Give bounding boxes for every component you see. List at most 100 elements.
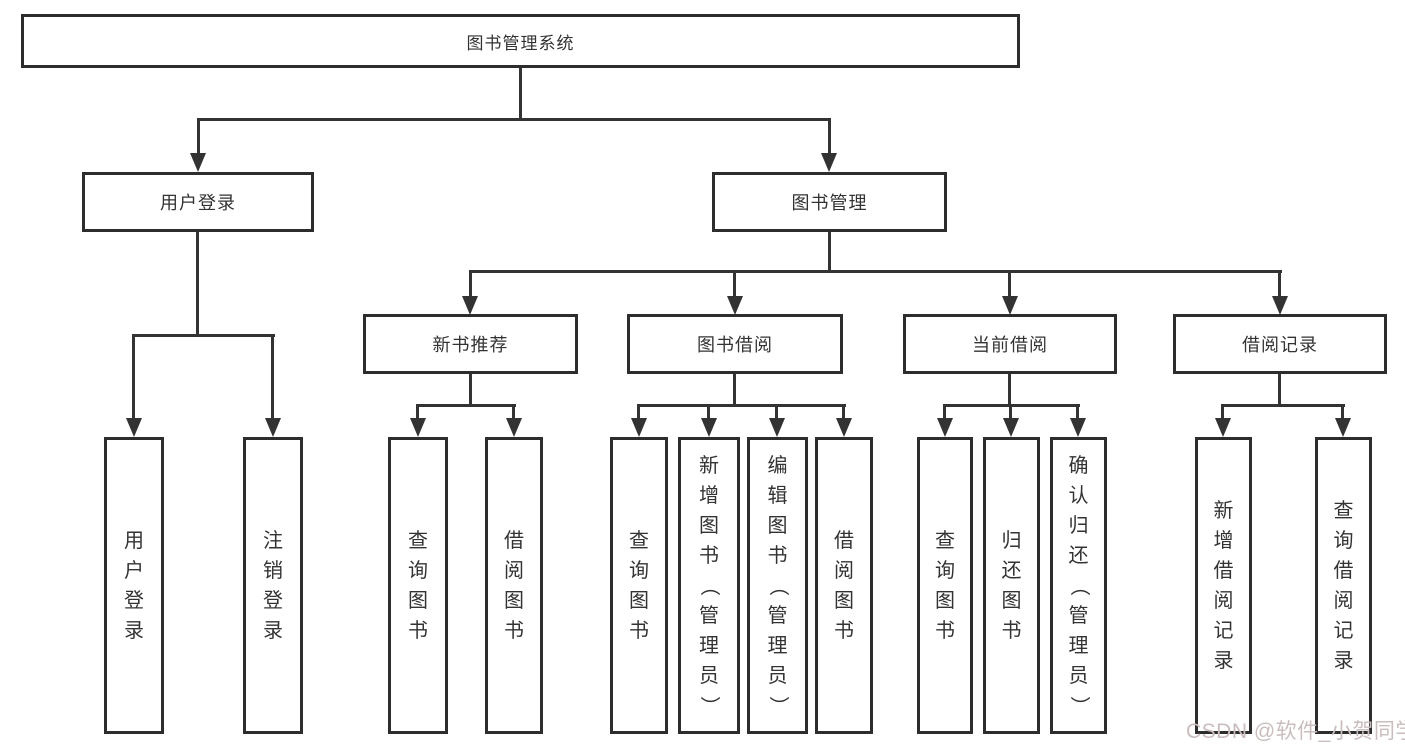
leaf-label-char: 归 bbox=[1068, 514, 1089, 537]
arrowhead-icon bbox=[1003, 418, 1019, 437]
leaf-label-char: 书 bbox=[834, 619, 854, 642]
leaf-query-books-3: 查询图书 bbox=[917, 437, 973, 734]
leaf-label-char: 借 bbox=[1213, 559, 1234, 582]
arrowhead-icon bbox=[1215, 418, 1231, 437]
leaf-label-char: 图 bbox=[834, 589, 854, 612]
leaf-label-char: 查 bbox=[629, 529, 649, 552]
connector-line bbox=[775, 404, 778, 419]
connector-line bbox=[271, 334, 274, 419]
connector-line bbox=[469, 374, 472, 407]
connector-line bbox=[637, 404, 846, 407]
leaf-label-char: 书 bbox=[408, 619, 428, 642]
leaf-label-char: 编 bbox=[767, 454, 788, 477]
leaf-label-char: 阅 bbox=[504, 559, 524, 582]
connector-line bbox=[1278, 270, 1281, 297]
node-new-book-recommend-label: 新书推荐 bbox=[432, 335, 509, 355]
leaf-label-char: 销 bbox=[263, 559, 283, 582]
leaf-label-char: ） bbox=[1067, 695, 1090, 716]
connector-line bbox=[1008, 374, 1011, 407]
leaf-label-char: 书 bbox=[629, 619, 649, 642]
leaf-label-char: 归 bbox=[1001, 529, 1022, 552]
leaf-label-char: 管 bbox=[1068, 604, 1089, 627]
leaf-label-char: 查 bbox=[935, 529, 955, 552]
leaf-label-char: 借 bbox=[504, 529, 524, 552]
leaf-label-char: （ bbox=[698, 575, 720, 596]
leaf-label-char: 图 bbox=[1001, 589, 1022, 612]
node-borrow-records-label: 借阅记录 bbox=[1242, 335, 1318, 355]
connector-line bbox=[197, 118, 200, 155]
connector-line bbox=[842, 404, 845, 419]
connector-line bbox=[469, 270, 472, 297]
connector-line bbox=[1076, 404, 1079, 419]
leaf-label-char: 书 bbox=[699, 544, 719, 567]
arrowhead-icon bbox=[265, 418, 281, 437]
leaf-label-char: （ bbox=[766, 575, 789, 596]
leaf-label-char: 书 bbox=[767, 544, 788, 567]
leaf-edit-book-admin: 编辑图书（管理员） bbox=[747, 437, 808, 734]
leaf-label-char: 新 bbox=[1213, 499, 1234, 522]
leaf-query-borrow-record: 查询借阅记录 bbox=[1315, 437, 1372, 734]
leaf-label-char: 询 bbox=[935, 559, 955, 582]
node-current-borrow: 当前借阅 bbox=[903, 314, 1117, 374]
leaf-label-char: 录 bbox=[124, 619, 144, 642]
leaf-label-char: 书 bbox=[1001, 619, 1022, 642]
leaf-label-char: 注 bbox=[263, 529, 283, 552]
arrowhead-icon bbox=[821, 153, 837, 172]
leaf-logout: 注销登录 bbox=[243, 437, 303, 734]
leaf-label-char: 录 bbox=[1333, 649, 1354, 672]
node-book-management-label: 图书管理 bbox=[791, 193, 868, 213]
connector-line bbox=[828, 118, 831, 155]
connector-line bbox=[1009, 404, 1012, 419]
node-book-borrow-label: 图书借阅 bbox=[697, 335, 773, 355]
leaf-label-char: 阅 bbox=[1213, 589, 1234, 612]
leaf-label-char: 记 bbox=[1213, 619, 1234, 642]
leaf-label-char: 管 bbox=[699, 604, 719, 627]
arrowhead-icon bbox=[506, 418, 522, 437]
connector-line bbox=[416, 404, 516, 407]
leaf-add-book-admin: 新增图书（管理员） bbox=[678, 437, 740, 734]
connector-line bbox=[197, 118, 831, 121]
leaf-label-char: 还 bbox=[1001, 559, 1022, 582]
leaf-borrow-books-1: 借阅图书 bbox=[485, 437, 543, 734]
connector-line bbox=[707, 404, 710, 419]
connector-line bbox=[132, 334, 135, 419]
arrowhead-icon bbox=[769, 418, 785, 437]
leaf-label-char: 图 bbox=[699, 514, 719, 537]
connector-line bbox=[416, 404, 419, 419]
arrowhead-icon bbox=[1002, 296, 1018, 315]
leaf-label-char: 员 bbox=[1068, 664, 1089, 687]
leaf-return-books: 归还图书 bbox=[983, 437, 1040, 734]
arrowhead-icon bbox=[727, 296, 743, 315]
connector-line bbox=[196, 232, 199, 337]
leaf-label-char: 询 bbox=[629, 559, 649, 582]
node-library-system: 图书管理系统 bbox=[21, 14, 1020, 68]
arrowhead-icon bbox=[410, 418, 426, 437]
leaf-label-char: ） bbox=[766, 695, 789, 716]
node-new-book-recommend: 新书推荐 bbox=[363, 314, 578, 374]
node-user-login-label: 用户登录 bbox=[160, 193, 236, 213]
connector-line bbox=[132, 334, 275, 337]
node-book-borrow: 图书借阅 bbox=[627, 314, 843, 374]
leaf-label-char: 辑 bbox=[767, 484, 788, 507]
node-book-management: 图书管理 bbox=[712, 172, 947, 232]
connector-line bbox=[519, 68, 522, 121]
leaf-label-char: 借 bbox=[834, 529, 854, 552]
connector-line bbox=[469, 270, 1282, 273]
connector-line bbox=[1341, 404, 1344, 419]
arrowhead-icon bbox=[1070, 418, 1086, 437]
leaf-label-char: 还 bbox=[1068, 544, 1089, 567]
leaf-label-char: （ bbox=[1067, 575, 1090, 596]
leaf-label-char: 记 bbox=[1333, 619, 1354, 642]
leaf-label-char: 认 bbox=[1068, 484, 1089, 507]
node-borrow-records: 借阅记录 bbox=[1173, 314, 1387, 374]
leaf-label-char: 员 bbox=[699, 664, 719, 687]
leaf-label-char: 理 bbox=[1068, 634, 1089, 657]
arrowhead-icon bbox=[701, 418, 717, 437]
leaf-label-char: 查 bbox=[1333, 499, 1354, 522]
leaf-label-char: 登 bbox=[263, 589, 283, 612]
arrowhead-icon bbox=[190, 153, 206, 172]
arrowhead-icon bbox=[836, 418, 852, 437]
arrowhead-icon bbox=[1272, 296, 1288, 315]
connector-line bbox=[512, 404, 515, 419]
